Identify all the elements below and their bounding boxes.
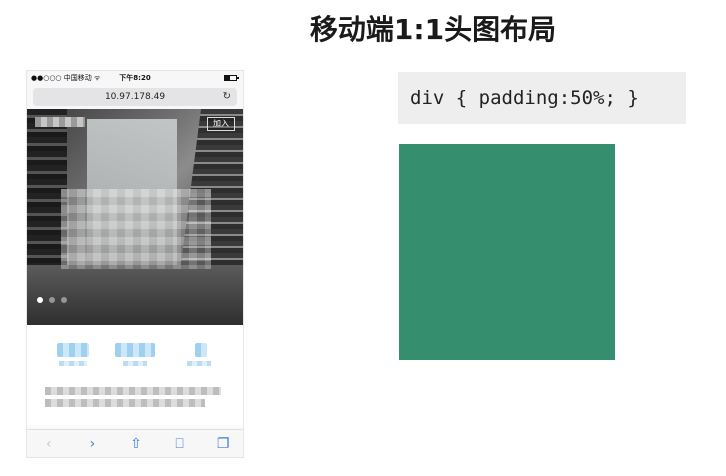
- pixelated-title: [35, 117, 85, 127]
- url-bar[interactable]: 10.97.178.49 ↻: [33, 88, 237, 106]
- blurred-text-line-1: [45, 387, 221, 395]
- hero-image[interactable]: 加入: [27, 109, 243, 325]
- forward-icon[interactable]: ›: [89, 435, 96, 452]
- status-bar: ●●○○○ 中国移动 ᯤ 下午8:20: [27, 71, 243, 85]
- slide-title: 移动端1:1头图布局: [309, 13, 557, 46]
- back-icon[interactable]: ‹: [45, 435, 52, 452]
- share-icon[interactable]: ⇧: [130, 435, 142, 452]
- green-square-demo: [399, 144, 615, 360]
- reload-icon[interactable]: ↻: [222, 91, 231, 102]
- bookmarks-icon[interactable]: ⎕: [175, 435, 184, 452]
- carousel-dot-2[interactable]: [49, 297, 55, 303]
- carousel-dot-3[interactable]: [61, 297, 67, 303]
- join-button[interactable]: 加入: [207, 117, 235, 131]
- status-time: 下午8:20: [119, 74, 151, 82]
- phone-mockup: ●●○○○ 中国移动 ᯤ 下午8:20 10.97.178.49 ↻ 加入: [26, 70, 244, 458]
- blurred-icon-3[interactable]: [195, 343, 207, 357]
- carousel-dot-1[interactable]: [37, 297, 43, 303]
- url-address: 10.97.178.49: [104, 92, 166, 102]
- carrier-signal: ●●○○○ 中国移动 ᯤ: [31, 74, 101, 82]
- battery-icon: [224, 75, 239, 81]
- blurred-icon-2[interactable]: [115, 343, 155, 357]
- blurred-caption-1: [59, 361, 87, 366]
- hero-floor: [27, 265, 243, 325]
- blurred-icon-1[interactable]: [57, 343, 89, 357]
- browser-toolbar: ‹ › ⇧ ⎕ ❐: [27, 429, 243, 457]
- hero-light-area: [87, 119, 177, 269]
- blurred-caption-2: [123, 361, 147, 366]
- tabs-icon[interactable]: ❐: [216, 435, 230, 452]
- url-bar-container: 10.97.178.49 ↻: [27, 85, 243, 109]
- blurred-text-line-2: [45, 399, 205, 407]
- page-content: [27, 325, 243, 425]
- carousel-dots: [37, 297, 67, 303]
- code-snippet: div { padding:50%; }: [398, 72, 686, 124]
- blurred-caption-3: [187, 361, 211, 366]
- pixelated-overlay: [61, 189, 211, 269]
